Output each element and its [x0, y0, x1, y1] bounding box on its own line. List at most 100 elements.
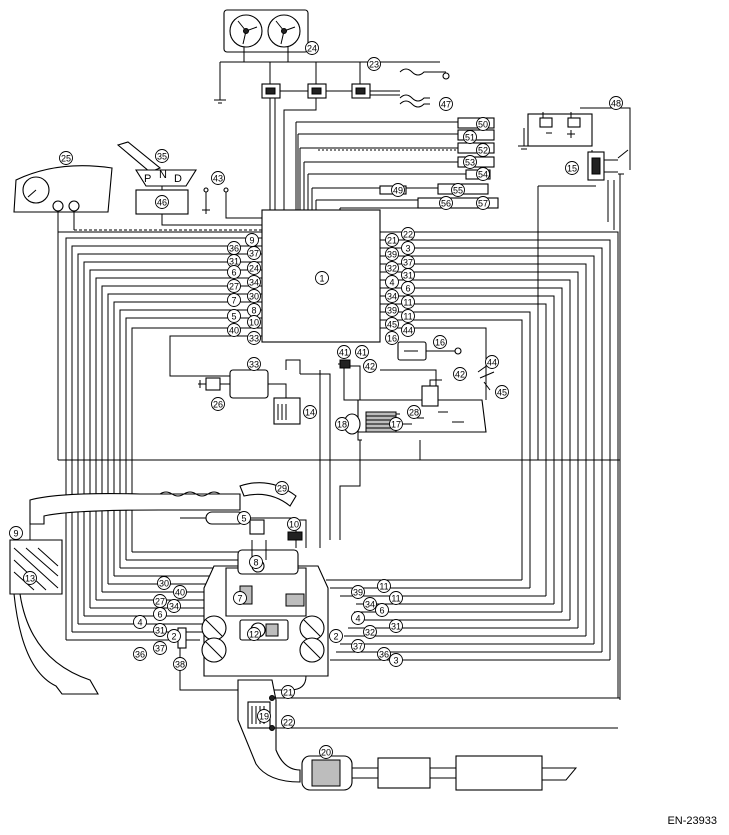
callout-5: 5 — [237, 511, 251, 525]
battery — [518, 107, 631, 179]
callout-48: 48 — [609, 96, 623, 110]
callout-number: 4 — [389, 278, 394, 288]
callout-number: 11 — [403, 312, 412, 322]
shift-label-n: N — [159, 169, 167, 181]
callout-52: 52 — [476, 143, 490, 157]
callout-number: 49 — [393, 186, 403, 196]
callout-number: 4 — [137, 618, 142, 628]
callout-41: 41 — [337, 345, 351, 359]
callout-15: 15 — [565, 161, 579, 175]
callout-37: 37 — [401, 255, 415, 269]
callout-34: 34 — [385, 289, 399, 303]
callout-number: 50 — [478, 120, 488, 130]
callout-11: 11 — [401, 309, 415, 323]
callout-18: 18 — [335, 417, 349, 431]
callout-number: 37 — [249, 249, 259, 259]
callout-number: 10 — [249, 318, 259, 328]
callout-number: 8 — [253, 558, 258, 568]
callout-number: 36 — [379, 650, 389, 660]
callout-17: 17 — [389, 417, 403, 431]
callout-number: 11 — [379, 582, 388, 592]
callout-number: 52 — [478, 146, 488, 156]
callout-number: 37 — [353, 642, 363, 652]
callout-number: 40 — [175, 588, 185, 598]
callout-number: 2 — [333, 632, 338, 642]
callout-number: 34 — [249, 278, 259, 288]
callout-number: 37 — [403, 258, 413, 268]
callout-number: 9 — [13, 529, 18, 539]
callout-number: 42 — [365, 362, 375, 372]
callout-number: 24 — [249, 264, 259, 274]
callout-29: 29 — [275, 481, 289, 495]
evap-components — [198, 359, 331, 548]
callout-number: 20 — [321, 748, 331, 758]
callout-number: 45 — [497, 388, 507, 398]
callout-30: 30 — [157, 576, 171, 590]
callout-number: 14 — [305, 408, 315, 418]
callout-number: 44 — [403, 326, 413, 336]
callout-37: 37 — [153, 641, 167, 655]
callout-34: 34 — [167, 599, 181, 613]
callout-number: 32 — [387, 264, 397, 274]
callout-number: 33 — [249, 334, 259, 344]
callout-number: 11 — [391, 594, 400, 604]
callout-number: 22 — [403, 230, 413, 240]
callout-number: 55 — [453, 186, 463, 196]
combination-meter — [13, 165, 113, 460]
callout-number: 57 — [478, 199, 488, 209]
callout-number: 6 — [405, 284, 410, 294]
diagnosis-terminal — [202, 187, 262, 219]
callout-34: 34 — [247, 275, 261, 289]
callout-number: 12 — [249, 630, 259, 640]
callout-number: 44 — [487, 358, 497, 368]
callout-number: 3 — [405, 244, 410, 254]
callout-number: 31 — [229, 257, 239, 267]
callout-7: 7 — [233, 591, 247, 605]
callout-number: 22 — [283, 718, 293, 728]
callout-4: 4 — [385, 275, 399, 289]
callout-number: 8 — [251, 306, 256, 316]
callout-number: 38 — [175, 660, 185, 670]
callout-3: 3 — [401, 241, 415, 255]
callout-number: 17 — [391, 420, 401, 430]
callout-2: 2 — [167, 629, 181, 643]
callout-36: 36 — [377, 647, 391, 661]
callout-number: 30 — [249, 292, 259, 302]
callout-44: 44 — [401, 323, 415, 337]
callout-14: 14 — [303, 405, 317, 419]
callout-number: 39 — [387, 306, 397, 316]
callout-11: 11 — [389, 591, 403, 605]
callout-number: 39 — [353, 588, 363, 598]
callout-42: 42 — [363, 359, 377, 373]
callout-32: 32 — [363, 625, 377, 639]
callout-number: 39 — [387, 250, 397, 260]
callout-number: 18 — [337, 420, 347, 430]
callout-39: 39 — [351, 585, 365, 599]
callout-36: 36 — [133, 647, 147, 661]
callout-33: 33 — [247, 357, 261, 371]
callout-38: 38 — [173, 657, 187, 671]
callout-34: 34 — [363, 597, 377, 611]
air-intake — [29, 482, 307, 548]
callout-39: 39 — [385, 247, 399, 261]
callout-4: 4 — [133, 615, 147, 629]
callout-number: 6 — [379, 606, 384, 616]
callout-number: 1 — [319, 274, 324, 284]
callout-number: 31 — [155, 626, 165, 636]
callout-40: 40 — [173, 585, 187, 599]
callout-5: 5 — [227, 309, 241, 323]
callout-number: 27 — [229, 282, 239, 292]
callout-3: 3 — [389, 653, 403, 667]
callout-number: 21 — [387, 236, 397, 246]
callout-26: 26 — [211, 397, 225, 411]
callout-number: 9 — [249, 236, 254, 246]
callout-49: 49 — [391, 183, 405, 197]
callout-2: 2 — [329, 629, 343, 643]
callout-31: 31 — [153, 623, 167, 637]
callout-number: 16 — [435, 338, 445, 348]
callout-number: 3 — [393, 656, 398, 666]
callout-37: 37 — [351, 639, 365, 653]
callout-number: 43 — [213, 174, 223, 184]
callout-number: 5 — [231, 312, 236, 322]
